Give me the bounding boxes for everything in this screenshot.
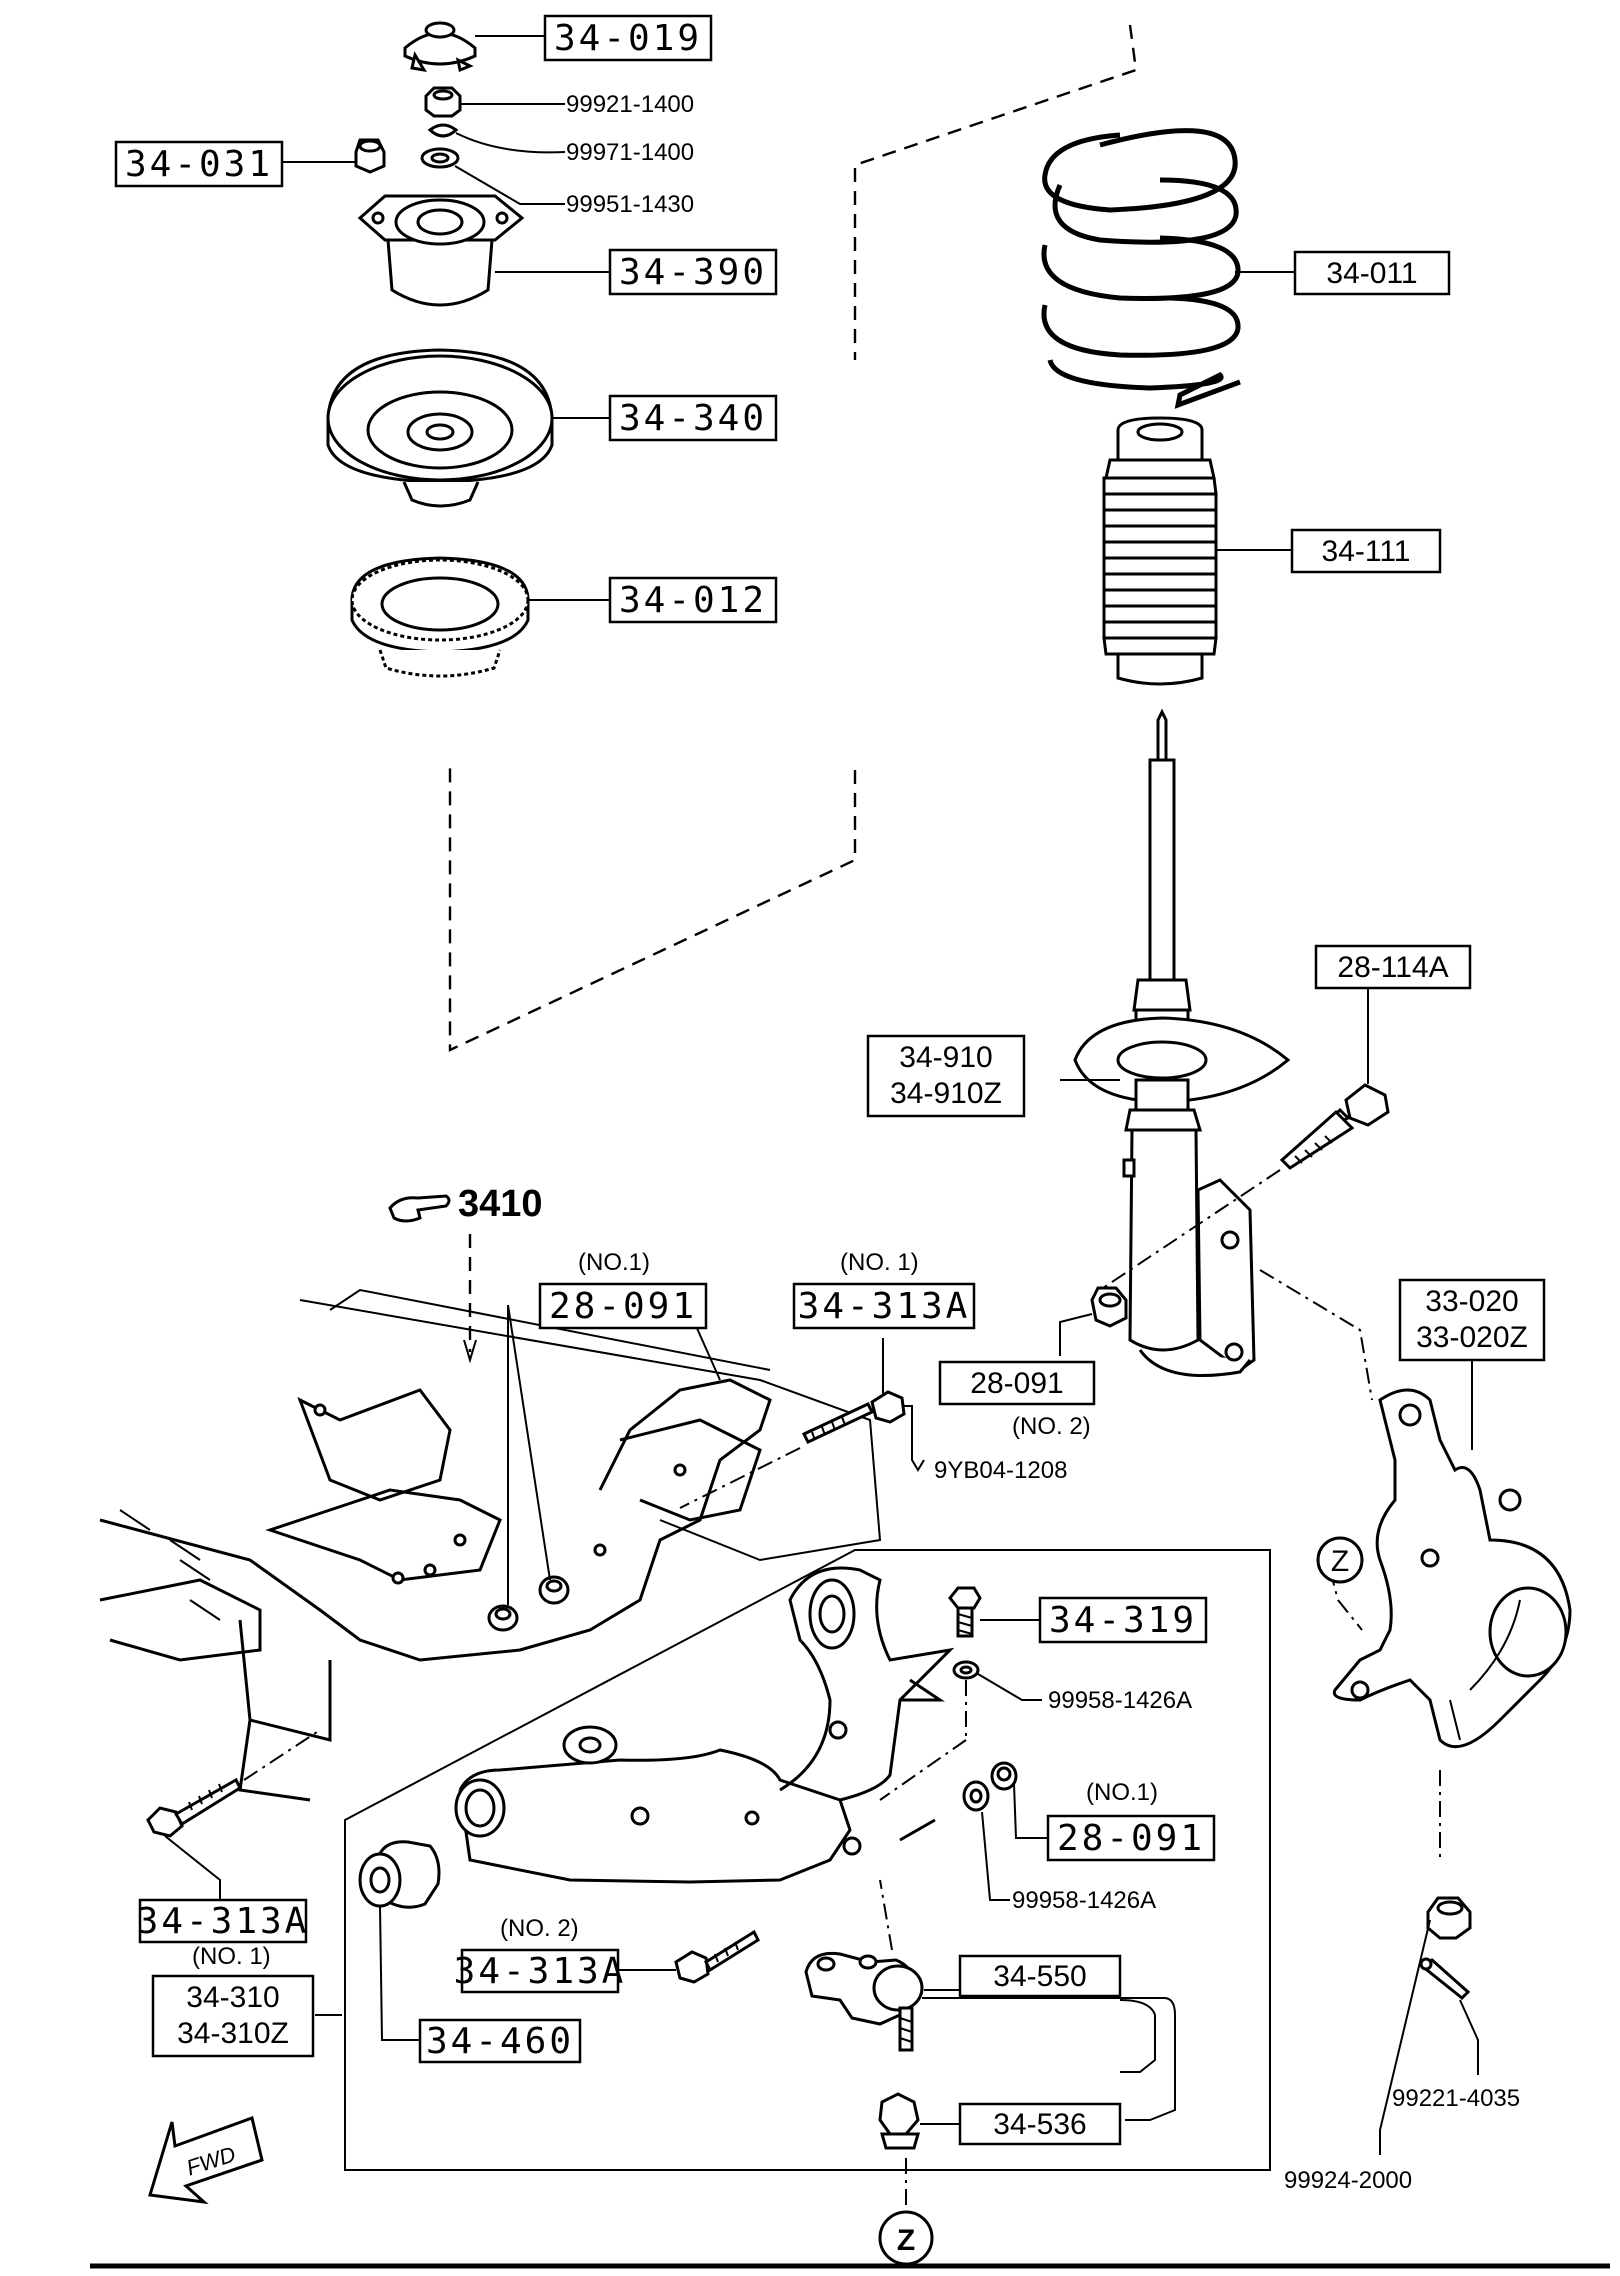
label-99921-1400: 99921-1400 — [566, 91, 694, 118]
label-99971-1400: 99971-1400 — [566, 139, 694, 166]
dust-boot-part — [1102, 416, 1218, 686]
label-34-313A-left: 34-313A — [137, 1901, 310, 1942]
label-34-319: 34-319 — [1049, 1600, 1197, 1641]
label-no1-c: (NO.1) — [1086, 1779, 1158, 1806]
washer-b-part — [962, 1780, 990, 1812]
label-no2-a: (NO. 2) — [1012, 1413, 1091, 1440]
lower-control-arm-part — [454, 1566, 955, 1884]
castle-nut-part — [1426, 1896, 1472, 1940]
label-99924-2000: 99924-2000 — [1284, 2167, 1412, 2194]
label-34-310: 34-310 — [186, 1981, 279, 2014]
label-28-091-mid: 28-091 — [970, 1367, 1063, 1400]
label-34-460: 34-460 — [426, 2021, 574, 2062]
label-99221-4035: 99221-4035 — [1392, 2085, 1520, 2112]
reference-3410: 3410 — [458, 1183, 543, 1225]
ball-joint-part — [804, 1951, 924, 2052]
label-34-031: 34-031 — [125, 144, 273, 185]
lower-arm-nut-part — [990, 1761, 1018, 1791]
z-marker-label: Z — [1331, 1545, 1349, 1578]
label-34-111: 34-111 — [1322, 535, 1411, 568]
label-no1-d: (NO. 1) — [192, 1943, 271, 1970]
ball-joint-bolt-part — [948, 1586, 982, 1638]
label-33-020: 33-020 — [1425, 1285, 1518, 1318]
mount-nut-part — [354, 138, 386, 174]
label-34-910: 34-910 — [899, 1041, 992, 1074]
label-99958-1426A-a: 99958-1426A — [1048, 1687, 1192, 1714]
label-34-550: 34-550 — [993, 1960, 1086, 1993]
label-34-313A-mid: 34-313A — [454, 1951, 627, 1992]
strut-bolt-part — [1279, 1083, 1390, 1170]
label-34-310Z: 34-310Z — [177, 2017, 289, 2050]
lower-arm-bolt-no1-left — [146, 1777, 242, 1838]
label-28-091-top: 28-091 — [549, 1286, 697, 1327]
label-no1-a: (NO.1) — [578, 1249, 650, 1276]
label-34-313A-top: 34-313A — [798, 1286, 971, 1327]
subframe-crossmember-part — [99, 1288, 882, 1802]
label-34-340: 34-340 — [619, 398, 767, 439]
reference-pointer-icon — [388, 1194, 451, 1223]
upper-spring-seat-part — [326, 348, 554, 508]
label-99951-1430: 99951-1430 — [566, 191, 694, 218]
ball-joint-nut-part — [878, 2092, 920, 2150]
label-34-012: 34-012 — [619, 580, 767, 621]
subframe-bushing-right — [538, 1575, 570, 1605]
label-no2-b: (NO. 2) — [500, 1915, 579, 1942]
mount-cap-part — [403, 21, 477, 73]
label-34-390: 34-390 — [619, 252, 767, 293]
label-34-910Z: 34-910Z — [890, 1077, 1002, 1110]
shock-absorber-strut-part — [1073, 708, 1291, 1378]
steering-knuckle-part — [1332, 1388, 1572, 1749]
washer-a-part — [952, 1660, 980, 1680]
forward-direction-arrow-icon — [148, 2116, 264, 2205]
label-9YB04-1208: 9YB04-1208 — [934, 1457, 1067, 1484]
flat-washer-part — [420, 147, 460, 169]
label-34-011: 34-011 — [1326, 257, 1417, 290]
lower-arm-bolt-no1-top — [801, 1390, 906, 1444]
label-34-536: 34-536 — [993, 2108, 1086, 2141]
strut-nut-part — [1090, 1286, 1128, 1328]
strut-assembly-dashed-outline — [448, 24, 1138, 1052]
lower-arm-bolt-no2 — [674, 1929, 760, 1984]
label-no1-b: (NO. 1) — [840, 1249, 919, 1276]
z-bottom-circle — [878, 2210, 934, 2266]
lower-arm-group-box — [344, 1549, 1271, 2171]
label-28-091-low: 28-091 — [1057, 1818, 1205, 1859]
coil-spring-part — [1041, 128, 1241, 409]
control-arm-bushing-part — [358, 1840, 441, 1909]
label-28-114A: 28-114A — [1337, 951, 1448, 984]
z-reference-circle — [1316, 1536, 1364, 1584]
label-33-020Z: 33-020Z — [1416, 1321, 1528, 1354]
spring-washer-part — [427, 123, 459, 138]
subframe-bushing-left — [487, 1604, 519, 1632]
label-34-019: 34-019 — [554, 18, 702, 59]
z-bottom-label: Z — [897, 2224, 915, 2257]
label-99958-1426A-b: 99958-1426A — [1012, 1887, 1156, 1914]
nut-part — [424, 86, 462, 118]
cotter-pin-part — [1419, 1957, 1471, 2001]
spring-insulator-part — [350, 556, 530, 678]
strut-mount-part — [357, 194, 525, 307]
